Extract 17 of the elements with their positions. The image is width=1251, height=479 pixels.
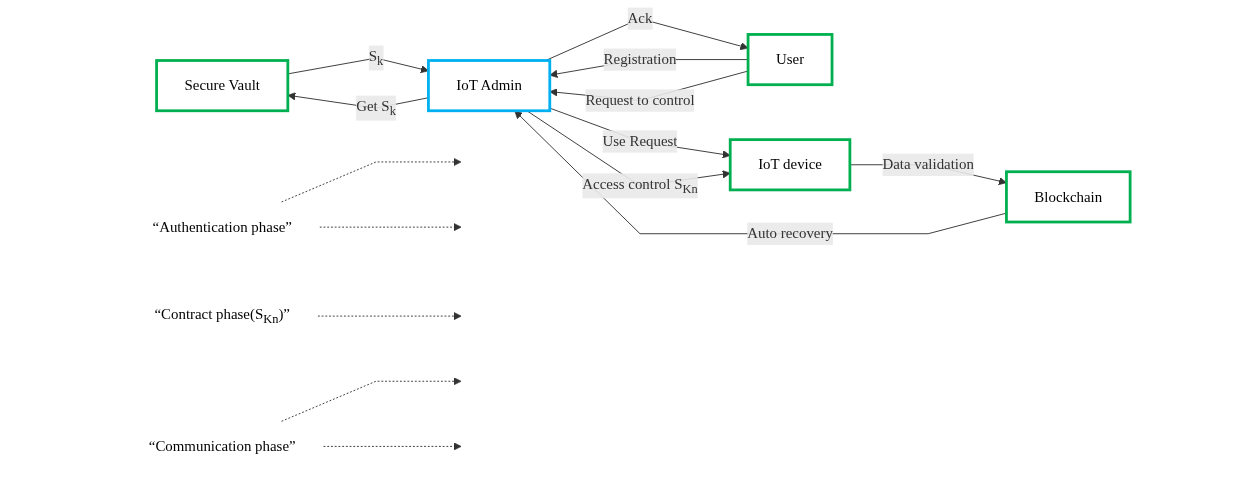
edge-label: Access control S$_{Kn}$ bbox=[582, 176, 698, 196]
edge-label: Registration bbox=[603, 51, 677, 68]
node-box: IoT device bbox=[728, 138, 852, 192]
edge-label: Get S$_{k}$ bbox=[356, 98, 396, 119]
edge-label: Use Request bbox=[602, 133, 678, 149]
edge-label: S$_{k}$ bbox=[368, 48, 384, 68]
node-box: Secure Vault bbox=[155, 59, 290, 113]
node-box: IoT Admin bbox=[427, 59, 552, 113]
node-box: User bbox=[746, 33, 834, 87]
node-box: Blockchain bbox=[1005, 170, 1132, 224]
edge-label: Request to control bbox=[585, 92, 695, 108]
edge-label: Auto recovery bbox=[747, 225, 833, 242]
node-text: “Authentication phase” bbox=[152, 218, 292, 235]
node-text: “Communication phase” bbox=[148, 438, 296, 454]
edge-label: Data validation bbox=[882, 156, 974, 173]
node-text: “Contract phase(S$_{Kn}$)” bbox=[154, 306, 290, 326]
edge-label: Ack bbox=[627, 10, 653, 27]
